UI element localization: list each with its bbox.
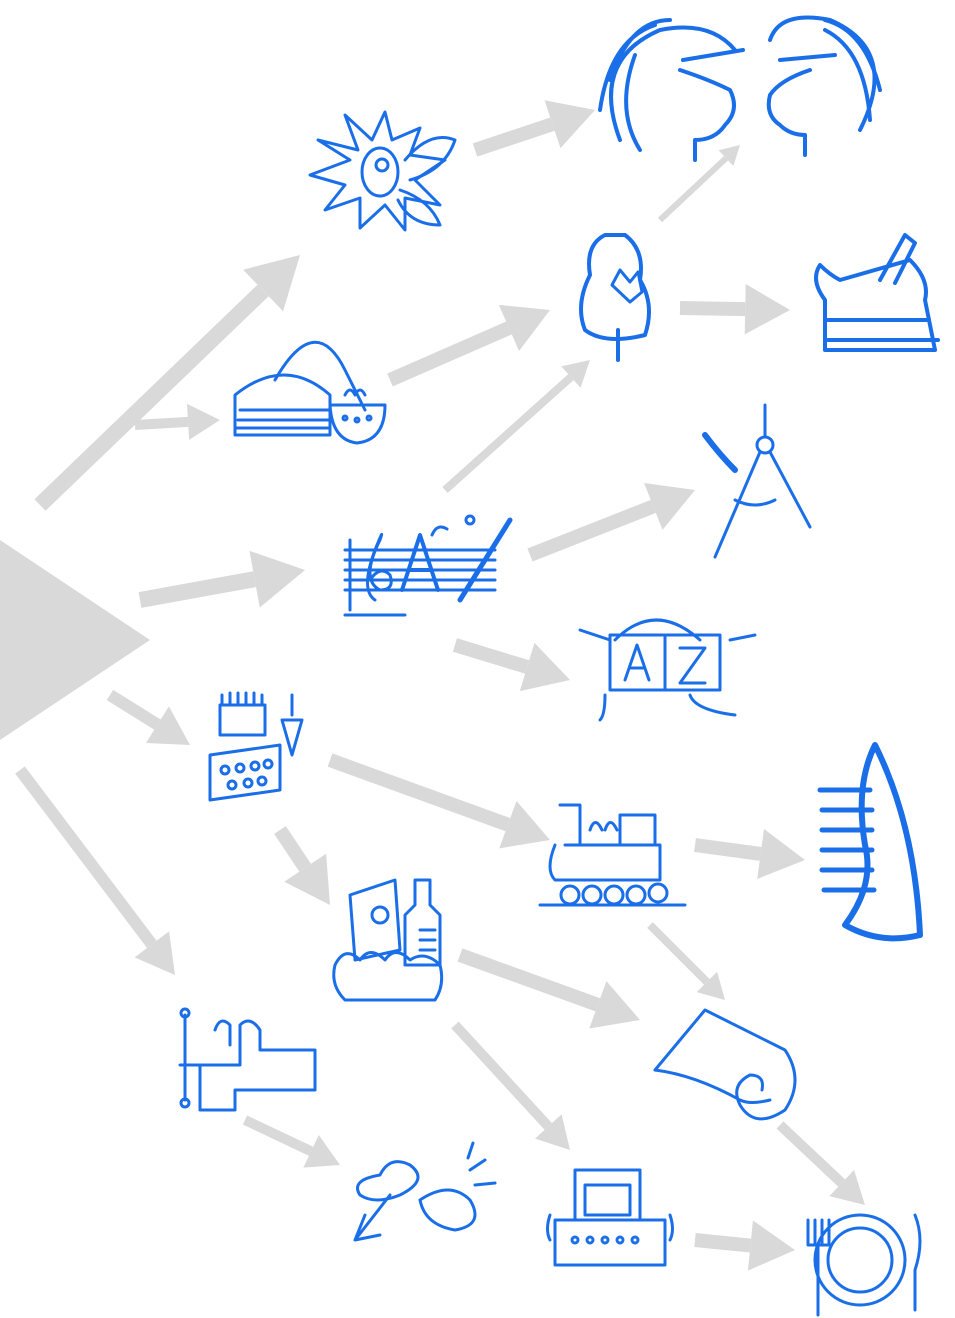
arrow-shaft — [530, 506, 653, 555]
arrow-start-to-n9 — [110, 695, 190, 745]
arrow-shaft — [445, 377, 571, 490]
arrow-n16-to-n17 — [695, 1220, 795, 1270]
arrow-shaft — [460, 955, 598, 1005]
arrow-shaft — [20, 770, 152, 944]
cooking-pot-colander-icon — [235, 342, 385, 443]
two-faces-talking-icon — [600, 18, 880, 161]
arrow-shaft — [660, 158, 726, 220]
arrow-n3-to-n2 — [660, 145, 740, 220]
arrow-shaft — [110, 695, 157, 725]
arrow-n10-to-n13 — [650, 925, 725, 1000]
sewing-mannequin-icon — [581, 235, 649, 360]
arrow-shaft — [695, 1240, 750, 1246]
paper-roll-icon — [655, 1010, 795, 1119]
carpenter-plane-icon — [816, 235, 938, 350]
arrow-start-to-n7 — [140, 551, 305, 608]
arrow-n5-to-n3 — [390, 305, 550, 380]
arrow-shaft — [680, 308, 745, 309]
bench-vise-icon — [180, 1009, 315, 1110]
arrow-n7-to-n6 — [530, 483, 695, 555]
bake-splash-icon — [355, 1143, 495, 1240]
locomotive-icon — [540, 805, 685, 905]
arrow-head — [748, 1220, 795, 1270]
brush-brick-plumb-icon — [210, 693, 302, 800]
arrow-n9-to-n12 — [280, 830, 330, 905]
alphabet-book-reader-icon — [580, 620, 755, 720]
arrow-shaft — [245, 1120, 311, 1151]
arrow-n12-to-n13 — [460, 955, 640, 1028]
arrow-shaft — [650, 925, 707, 982]
arrow-n1-to-n2 — [475, 100, 595, 150]
arrow-n13-to-n17 — [780, 1125, 865, 1205]
arrow-shaft — [455, 645, 527, 667]
typewriter-icon — [548, 1170, 673, 1265]
arrow-head — [745, 284, 790, 334]
arrow-head — [249, 551, 305, 608]
drafting-compass-icon — [705, 405, 810, 557]
arrow-shaft — [780, 1125, 842, 1183]
arrow-shaft — [140, 579, 255, 600]
arrow-head — [757, 829, 805, 879]
arrow-head — [520, 643, 570, 691]
arrow-shaft — [390, 328, 509, 380]
music-letter-brush-icon — [345, 516, 510, 615]
arrow-n7-to-n3 — [445, 360, 590, 490]
comb-icon — [820, 745, 920, 938]
arrow-n7-to-n8 — [455, 643, 570, 691]
plate-fork-knife-icon — [808, 1215, 920, 1315]
grocery-bag-bottle-icon — [334, 880, 442, 1000]
arrow-n9-to-n10 — [330, 760, 550, 848]
arrow-start-to-n14 — [20, 770, 175, 975]
arrow-shaft — [40, 290, 263, 505]
arrow-n12-to-n16 — [455, 1025, 570, 1150]
arrow-shaft — [280, 830, 305, 868]
arrow-head — [187, 404, 220, 440]
arrow-n14-to-n15 — [245, 1120, 340, 1168]
arrow-shaft — [475, 124, 552, 150]
arrow-n3-to-n4 — [680, 284, 790, 334]
arrow-shaft — [695, 845, 761, 854]
arrow-n10-to-n11 — [695, 829, 805, 879]
wild-sun-face-icon — [310, 112, 455, 230]
arrow-shaft — [135, 422, 188, 425]
arrow-shaft — [455, 1025, 548, 1126]
arrow-shaft — [330, 760, 508, 825]
